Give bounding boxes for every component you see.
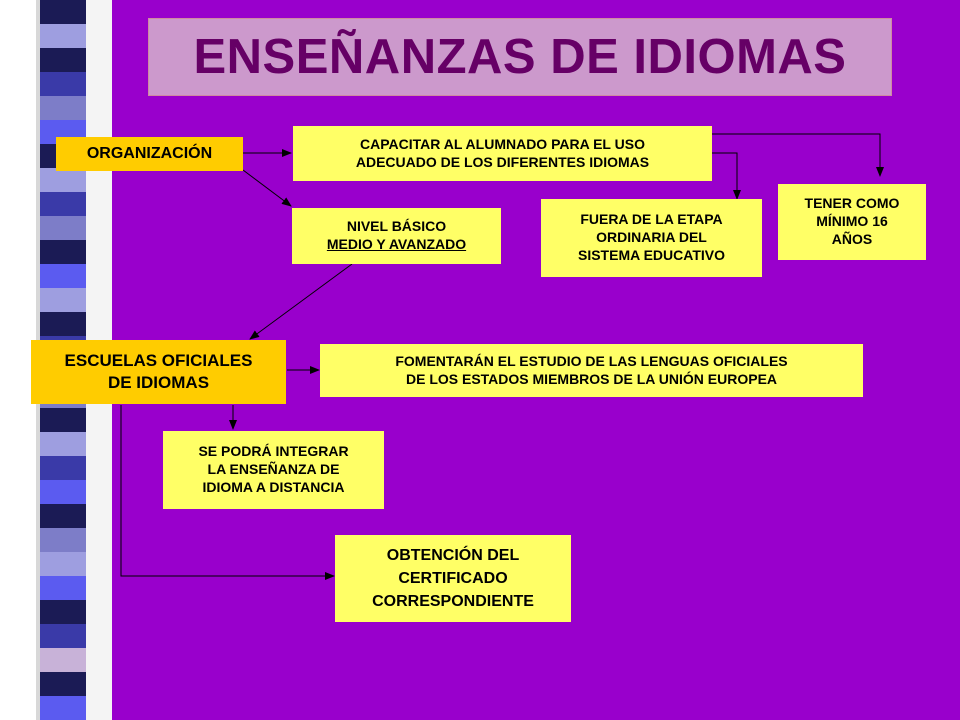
- node-tener-minimo: TENER COMO MÍNIMO 16 AÑOS: [778, 184, 926, 260]
- arrow-capacitar-fuera: [712, 152, 741, 200]
- stripe-block: [40, 192, 86, 216]
- stripe-block: [40, 96, 86, 120]
- node-fomentaran: FOMENTARÁN EL ESTUDIO DE LAS LENGUAS OFI…: [320, 344, 863, 397]
- node-integrar: SE PODRÁ INTEGRAR LA ENSEÑANZA DE IDIOMA…: [163, 431, 384, 509]
- arrow-org-nivel: [242, 169, 292, 207]
- stripe-block: [40, 576, 86, 600]
- stripe-block: [40, 264, 86, 288]
- node-capacitar: CAPACITAR AL ALUMNADO PARA EL USO ADECUA…: [293, 126, 712, 181]
- stripe-block: [40, 432, 86, 456]
- stripe-block: [40, 480, 86, 504]
- stripe-block: [40, 528, 86, 552]
- node-obtencion: OBTENCIÓN DEL CERTIFICADO CORRESPONDIENT…: [335, 535, 571, 622]
- arrow-capacitar-tener: [712, 133, 884, 177]
- node-escuelas: ESCUELAS OFICIALES DE IDIOMAS: [31, 340, 286, 404]
- stripe-block: [40, 72, 86, 96]
- stripe-block: [40, 600, 86, 624]
- stripe-block: [40, 24, 86, 48]
- stripe-block: [40, 312, 86, 336]
- stripe-block: [40, 648, 86, 672]
- stripe-block: [40, 48, 86, 72]
- stripe-block: [40, 240, 86, 264]
- stripe-block: [40, 168, 86, 192]
- page-title: ENSEÑANZAS DE IDIOMAS: [148, 18, 892, 96]
- stripe-block: [40, 672, 86, 696]
- stripe-block: [40, 624, 86, 648]
- stripe-block: [40, 552, 86, 576]
- node-organizacion: ORGANIZACIÓN: [56, 137, 243, 171]
- node-nivel: NIVEL BÁSICO MEDIO Y AVANZADO: [292, 208, 501, 264]
- stripe-block: [40, 0, 86, 24]
- stripe-block: [40, 504, 86, 528]
- stripe-block: [40, 456, 86, 480]
- node-fuera-etapa: FUERA DE LA ETAPA ORDINARIA DEL SISTEMA …: [541, 199, 762, 277]
- arrow-escuelas-obtencion: [120, 405, 335, 580]
- stripe-block: [40, 216, 86, 240]
- stripe-block: [40, 696, 86, 720]
- arrow-nivel-escuelas: [249, 263, 353, 340]
- stripe-block: [40, 408, 86, 432]
- stripe-block: [40, 288, 86, 312]
